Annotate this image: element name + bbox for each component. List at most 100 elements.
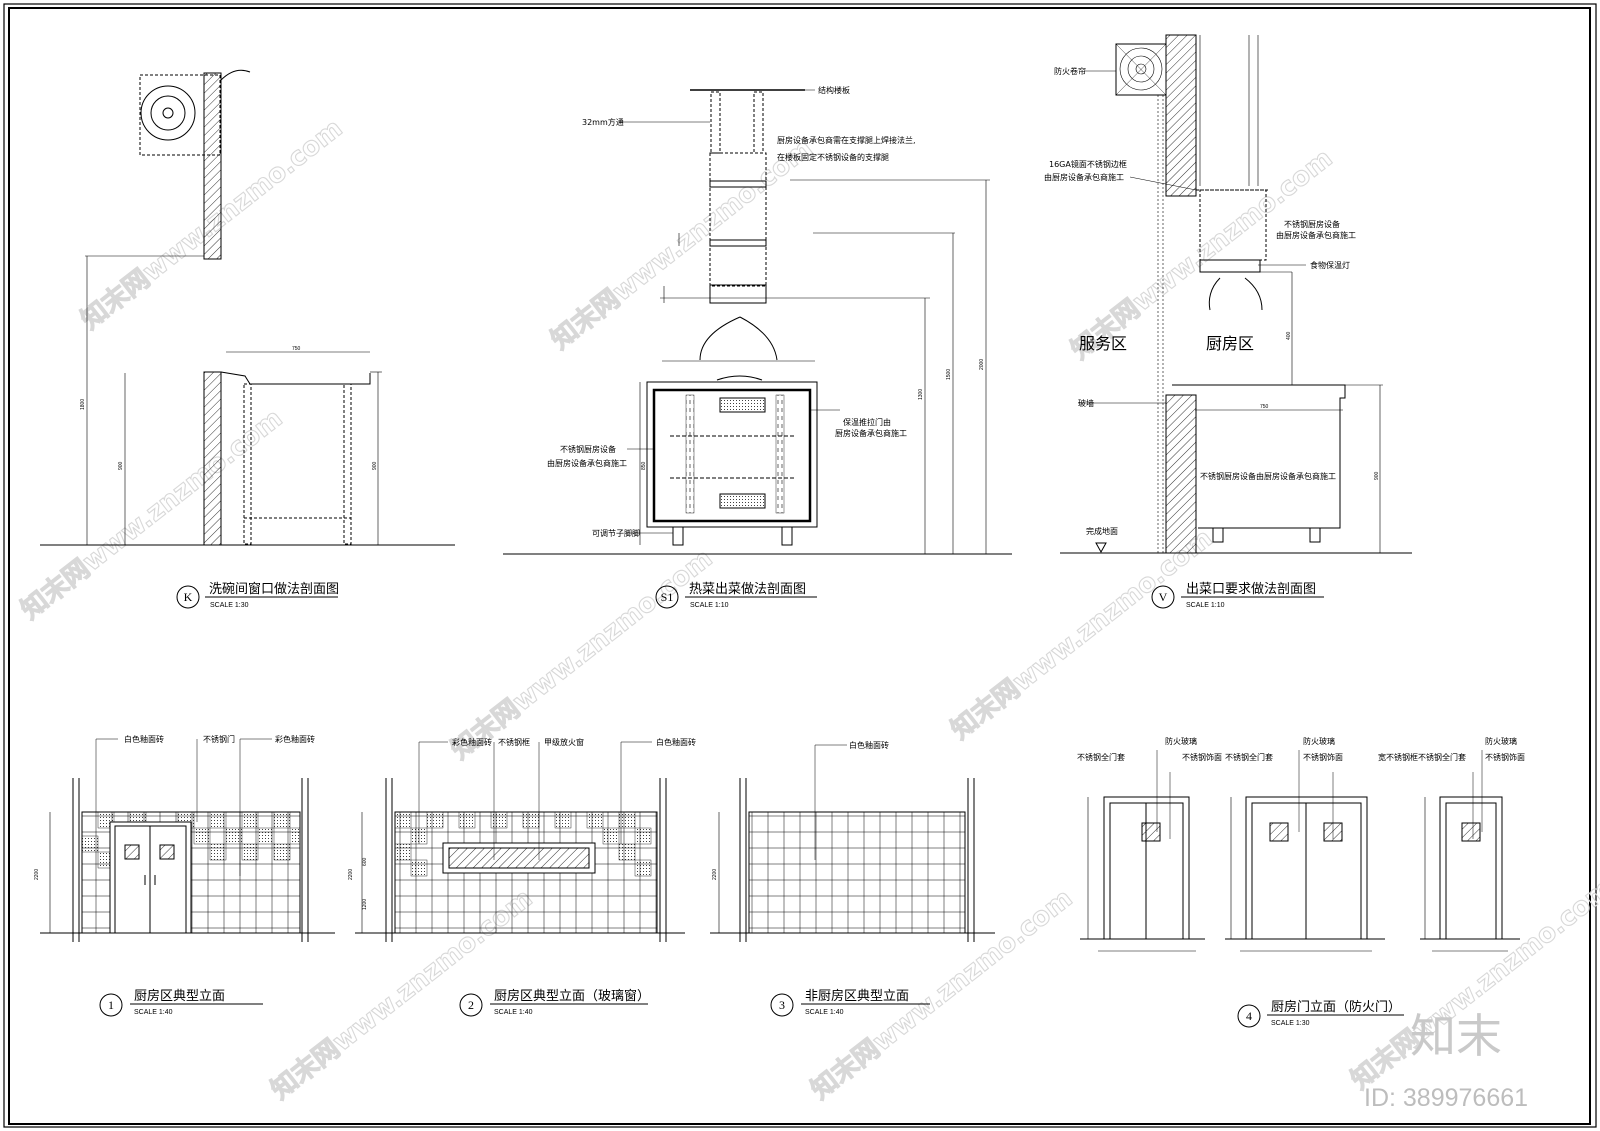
- svg-text:防火玻璃: 防火玻璃: [1485, 736, 1517, 746]
- section-k-drawing: 750 1800 900 900: [40, 69, 455, 546]
- svg-text:750: 750: [1260, 404, 1269, 410]
- svg-text:知末: 知末: [1410, 1009, 1502, 1063]
- svg-text:热菜出菜做法剖面图: 热菜出菜做法剖面图: [689, 582, 806, 597]
- svg-text:甲级放火窗: 甲级放火窗: [544, 737, 584, 747]
- brand-logo: 知末 ID: 389976661: [1364, 1009, 1528, 1112]
- svg-text:不锈钢饰面: 不锈钢饰面: [1485, 752, 1525, 762]
- svg-text:400: 400: [1286, 331, 1292, 340]
- svg-text:彩色釉面砖: 彩色釉面砖: [452, 737, 492, 747]
- svg-text:不锈钢厨房设备由厨房设备承包商施工: 不锈钢厨房设备由厨房设备承包商施工: [1200, 471, 1336, 481]
- svg-text:不锈钢厨房设备: 不锈钢厨房设备: [560, 444, 616, 454]
- svg-text:保温推拉门由: 保温推拉门由: [843, 417, 891, 427]
- svg-text:SCALE 1:10: SCALE 1:10: [690, 602, 729, 609]
- svg-text:白色釉面砖: 白色釉面砖: [656, 737, 696, 747]
- svg-text:完成地面: 完成地面: [1086, 526, 1118, 536]
- svg-text:K: K: [184, 590, 193, 604]
- svg-text:3: 3: [779, 998, 785, 1012]
- section-v-drawing: 750 400 900: [1060, 34, 1412, 554]
- svg-text:防火玻璃: 防火玻璃: [1303, 736, 1335, 746]
- svg-text:2200: 2200: [34, 869, 40, 880]
- svg-text:不锈钢框: 不锈钢框: [498, 737, 530, 747]
- svg-text:850: 850: [641, 461, 647, 470]
- svg-text:2200: 2200: [348, 869, 354, 880]
- section-v-title: V 出菜口要求做法剖面图 SCALE 1:10: [1151, 582, 1324, 609]
- svg-text:32mm方通: 32mm方通: [582, 117, 624, 127]
- section-s1-drawing: 1300 1500 2000 850: [503, 89, 1012, 555]
- section-k-title: K 洗碗间窗口做法剖面图 SCALE 1:30: [176, 581, 339, 609]
- svg-text:SCALE 1:10: SCALE 1:10: [1186, 602, 1225, 609]
- svg-text:不锈钢厨房设备: 不锈钢厨房设备: [1284, 219, 1340, 229]
- elevation-2-drawing: 600 1200 2200: [348, 741, 685, 942]
- svg-text:厨房门立面（防火门）: 厨房门立面（防火门）: [1271, 999, 1401, 1015]
- svg-text:900: 900: [372, 461, 378, 470]
- elevation-1-title: 1 厨房区典型立面 SCALE 1:40: [99, 988, 263, 1017]
- svg-text:不锈钢饰面: 不锈钢饰面: [1182, 752, 1222, 762]
- svg-text:白色釉面砖: 白色釉面砖: [849, 740, 889, 750]
- svg-text:不锈钢全门套: 不锈钢全门套: [1077, 752, 1125, 762]
- elevation-1-drawing: 2200: [34, 738, 335, 942]
- svg-text:SCALE 1:30: SCALE 1:30: [210, 602, 249, 609]
- elevation-1-notes: 白色釉面砖 不锈钢门 彩色釉面砖: [124, 734, 315, 744]
- svg-text:厨房区典型立面（玻璃窗）: 厨房区典型立面（玻璃窗）: [494, 988, 650, 1004]
- svg-text:1300: 1300: [918, 389, 924, 400]
- svg-text:SCALE 1:40: SCALE 1:40: [494, 1009, 533, 1016]
- svg-text:白色釉面砖: 白色釉面砖: [124, 734, 164, 744]
- svg-text:SCALE 1:30: SCALE 1:30: [1271, 1020, 1310, 1027]
- svg-text:900: 900: [118, 461, 124, 470]
- svg-text:非厨房区典型立面: 非厨房区典型立面: [805, 988, 909, 1004]
- svg-text:知末网www.znzmo.com: 知末网www.znzmo.com: [546, 133, 818, 355]
- svg-text:由厨房设备承包商施工: 由厨房设备承包商施工: [1276, 230, 1356, 240]
- svg-text:2000: 2000: [979, 359, 985, 370]
- svg-text:防火玻璃: 防火玻璃: [1165, 736, 1197, 746]
- svg-text:1: 1: [108, 998, 114, 1012]
- svg-text:ID: 389976661: ID: 389976661: [1364, 1084, 1528, 1112]
- svg-text:由厨房设备承包商施工: 由厨房设备承包商施工: [547, 458, 627, 468]
- svg-text:在楼板固定不锈钢设备的支撑腿: 在楼板固定不锈钢设备的支撑腿: [777, 152, 889, 162]
- svg-text:750: 750: [292, 346, 301, 352]
- section-s1-title: S1 热菜出菜做法剖面图 SCALE 1:10: [655, 582, 817, 609]
- elevation-2-title: 2 厨房区典型立面（玻璃窗） SCALE 1:40: [459, 988, 650, 1017]
- svg-text:不锈钢饰面: 不锈钢饰面: [1303, 752, 1343, 762]
- elevation-3-notes: 白色釉面砖: [849, 740, 889, 750]
- svg-text:结构楼板: 结构楼板: [818, 85, 850, 95]
- svg-text:知末网www.znzmo.com: 知末网www.znzmo.com: [946, 523, 1218, 745]
- elevation-4-title: 4 厨房门立面（防火门） SCALE 1:30: [1237, 999, 1404, 1028]
- svg-text:洗碗间窗口做法剖面图: 洗碗间窗口做法剖面图: [209, 581, 339, 597]
- elevation-2-notes: 彩色釉面砖 不锈钢框 甲级放火窗 白色釉面砖: [452, 737, 696, 747]
- section-v-notes: 防火卷帘 16GA镜面不锈钢边框 由厨房设备承包商施工 不锈钢厨房设备 由厨房设…: [1044, 66, 1356, 536]
- watermark-layer: 知末网www.znzmo.com 知末网www.znzmo.com 知末网www…: [15, 113, 1600, 1106]
- svg-text:防火卷帘: 防火卷帘: [1054, 66, 1086, 76]
- svg-text:600: 600: [362, 857, 368, 866]
- elevation-3-drawing: 2200: [710, 744, 995, 942]
- inner-border: [8, 7, 1591, 1125]
- svg-text:彩色釉面砖: 彩色釉面砖: [275, 734, 315, 744]
- svg-text:厨房设备承包商施工: 厨房设备承包商施工: [835, 428, 907, 438]
- svg-text:1200: 1200: [362, 899, 368, 910]
- svg-text:厨房区: 厨房区: [1206, 334, 1254, 353]
- svg-text:1800: 1800: [80, 399, 86, 410]
- svg-text:2200: 2200: [712, 869, 718, 880]
- svg-text:S1: S1: [661, 590, 674, 604]
- svg-text:1500: 1500: [946, 369, 952, 380]
- svg-text:玻墙: 玻墙: [1078, 398, 1094, 408]
- svg-text:900: 900: [1374, 471, 1380, 480]
- outer-border: [3, 3, 1597, 1128]
- svg-text:宽不锈钢框不锈钢全门套: 宽不锈钢框不锈钢全门套: [1378, 752, 1466, 762]
- svg-text:厨房区典型立面: 厨房区典型立面: [134, 988, 225, 1004]
- elevation-4-drawing: [1080, 750, 1520, 952]
- svg-text:不锈钢门: 不锈钢门: [203, 734, 235, 744]
- svg-text:不锈钢全门套: 不锈钢全门套: [1225, 752, 1273, 762]
- svg-text:由厨房设备承包商施工: 由厨房设备承包商施工: [1044, 172, 1124, 182]
- svg-text:SCALE 1:40: SCALE 1:40: [134, 1009, 173, 1016]
- svg-text:服务区: 服务区: [1079, 334, 1127, 353]
- section-s1-notes: 结构楼板 32mm方通 厨房设备承包商需在支撑腿上焊接法兰, 在楼板固定不锈钢设…: [547, 85, 916, 538]
- svg-text:食物保温灯: 食物保温灯: [1310, 260, 1350, 270]
- svg-text:2: 2: [468, 998, 474, 1012]
- elevation-4-notes: 防火玻璃 不锈钢全门套 不锈钢饰面 防火玻璃 不锈钢全门套 不锈钢饰面 防火玻璃…: [1077, 736, 1525, 762]
- svg-text:4: 4: [1246, 1009, 1252, 1023]
- svg-text:可调节子脚脚: 可调节子脚脚: [592, 528, 640, 538]
- svg-text:SCALE 1:40: SCALE 1:40: [805, 1009, 844, 1016]
- elevation-3-title: 3 非厨房区典型立面 SCALE 1:40: [770, 988, 930, 1017]
- svg-text:知末网www.znzmo.com: 知末网www.znzmo.com: [446, 543, 718, 765]
